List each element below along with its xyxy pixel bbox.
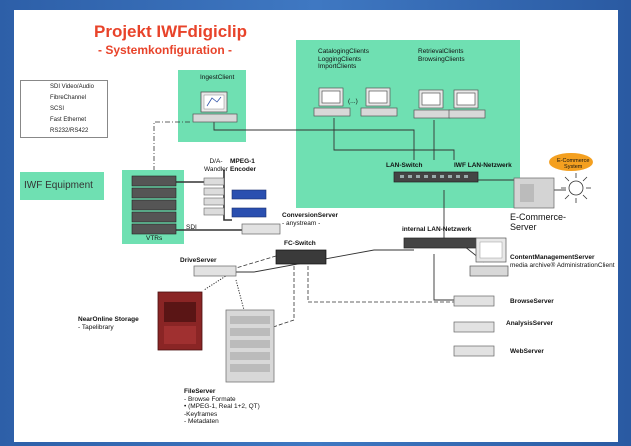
drive-server-device (193, 265, 237, 277)
conversion-server-label: ConversionServer - anystream - (282, 212, 338, 227)
vtr-stack (131, 175, 177, 235)
mpeg-encoder-label: MPEG-1 Encoder (230, 158, 257, 173)
ecommerce-system-bubble (549, 153, 593, 171)
file-server-label: FileServer - Browse Formate • (MPEG-1, R… (184, 388, 260, 426)
equipment-label-box (20, 172, 104, 200)
cms-workstation (469, 237, 509, 277)
analysis-server-label: AnalysisServer (506, 320, 553, 327)
legend-label-1: FibreChannel (50, 95, 87, 101)
link-scsi-fileserver (235, 279, 245, 311)
legend-label-2: SCSI (50, 106, 65, 112)
link-fc-drive (235, 255, 277, 269)
link-rs232-ingest (153, 121, 190, 170)
ingest-client-workstation (192, 91, 238, 123)
system-diagram (26, 86, 593, 383)
link-ingest-lan (213, 122, 415, 160)
link-sdi-encoder (223, 170, 232, 221)
legend-label-4: RS232/RS422 (50, 128, 89, 134)
fc-switch-label: FC-Switch (284, 240, 316, 247)
equipment-label: IWF Equipment (24, 180, 93, 191)
ecommerce-server-device (513, 177, 555, 209)
legend-label-0: SDI Video/Audio (50, 84, 94, 90)
ecommerce-system-label: E-Commerce System (557, 158, 590, 170)
fc-switch-device (275, 249, 327, 265)
page-subtitle: - Systemkonfiguration - (98, 43, 233, 57)
web-server-label: WebServer (510, 348, 544, 355)
tape-library-device (157, 291, 203, 351)
cataloging-workstations (313, 87, 398, 117)
da-wandler-devices (203, 177, 225, 216)
link-internal-servers (433, 254, 454, 301)
retrieval-workstations (413, 89, 486, 119)
retrieval-clients-label: RetrievalClients BrowsingClients (418, 48, 465, 63)
internal-lan-switch-device (403, 237, 477, 249)
sdi-label: SDI (186, 224, 197, 231)
vtrs-label: VTRs (146, 235, 163, 242)
drive-server-label: DriveServer (180, 257, 217, 264)
cataloging-clients-label: CatalogingClients LoggingClients ImportC… (318, 48, 369, 71)
mpeg-encoder-devices (231, 189, 267, 218)
ingest-client-label: IngestClient (200, 74, 235, 81)
page-title: Projekt IWFdigiclip (94, 22, 248, 41)
content-management-label: ContentManagementServer media archive® A… (510, 254, 615, 269)
internal-lan-label: internal LAN-Netzwerk (402, 226, 472, 233)
link-fc-servers (307, 266, 454, 303)
browse-server-label: BrowseServer (510, 298, 554, 305)
lan-switch-label: LAN-Switch (386, 162, 423, 169)
server-boxes (453, 295, 495, 357)
slide-canvas: Projekt IWFdigiclip - Systemkonfiguratio… (14, 10, 618, 442)
file-server-device (225, 309, 275, 383)
ellipsis-label: (...) (348, 98, 358, 105)
legend-label-3: Fast Ethernet (50, 117, 87, 123)
internet-cloud-icon (561, 173, 591, 203)
link-clients-lan (333, 118, 455, 160)
da-wandler-label: D/A- Wandler (204, 158, 228, 173)
ecommerce-server-label: E-Commerce- Server (510, 212, 567, 232)
nearonline-storage-label: NearOnline Storage - Tapelibrary (78, 316, 139, 331)
iwf-lan-netzwerk-label: IWF LAN-Netzwerk (454, 162, 512, 169)
legend-box (20, 80, 108, 138)
lan-switch-ports (400, 175, 468, 178)
conversion-server-device (241, 223, 281, 235)
